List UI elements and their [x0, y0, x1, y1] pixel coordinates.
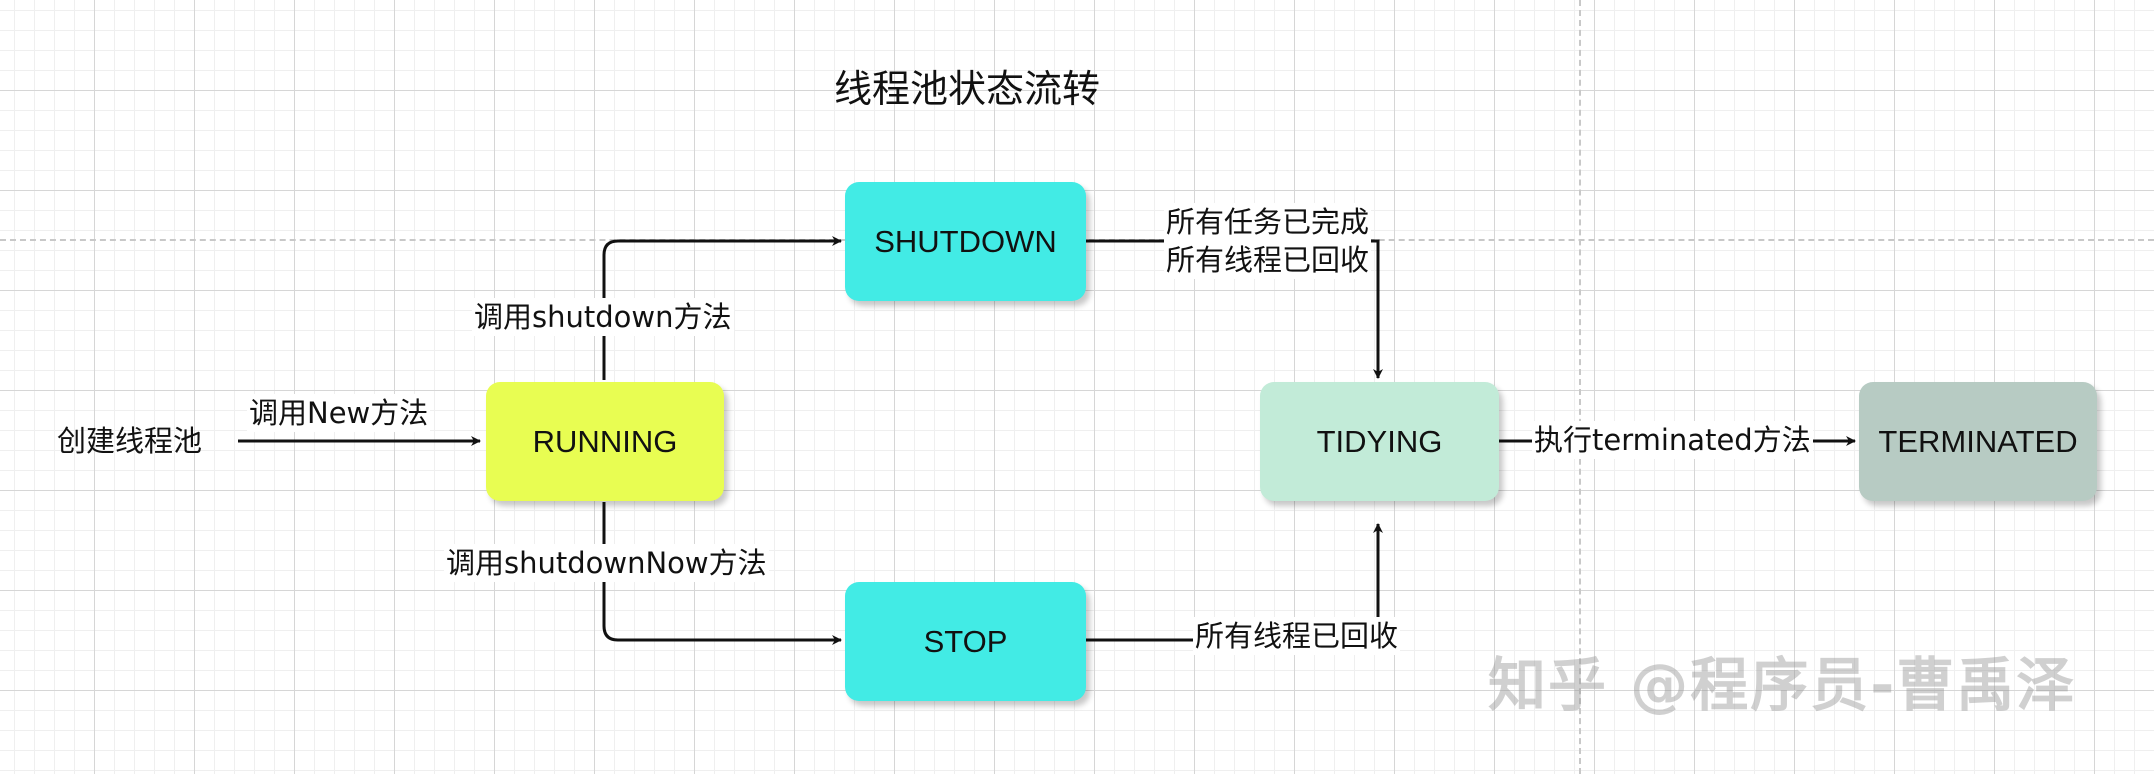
label-call-shutdown-now: 调用shutdownNow方法	[444, 544, 769, 582]
label-stop-threads-reclaimed: 所有线程已回收	[1193, 617, 1401, 655]
watermark: 知乎 @程序员-曹禹泽	[1488, 651, 2077, 719]
label-call-terminated: 执行terminated方法	[1532, 421, 1813, 459]
node-running: RUNNING	[486, 382, 724, 501]
edge-running-to-shutdown	[602, 236, 842, 380]
label-create-pool: 创建线程池	[57, 424, 203, 458]
diagram-title: 线程池状态流转	[834, 67, 1101, 111]
node-stop: STOP	[845, 582, 1086, 701]
label-call-shutdown: 调用shutdown方法	[472, 298, 734, 336]
label-all-tasks-done: 所有任务已完成	[1166, 205, 1370, 239]
node-tidying: TIDYING	[1260, 382, 1499, 501]
label-shutdown-condition: 所有任务已完成 所有线程已回收	[1164, 203, 1372, 279]
vertical-guide-line	[1579, 0, 1581, 774]
edge-running-to-stop	[602, 502, 842, 645]
label-all-threads-reclaimed: 所有线程已回收	[1166, 243, 1370, 277]
label-call-new: 调用New方法	[247, 394, 431, 432]
node-shutdown: SHUTDOWN	[845, 182, 1086, 301]
node-terminated: TERMINATED	[1859, 382, 2097, 501]
